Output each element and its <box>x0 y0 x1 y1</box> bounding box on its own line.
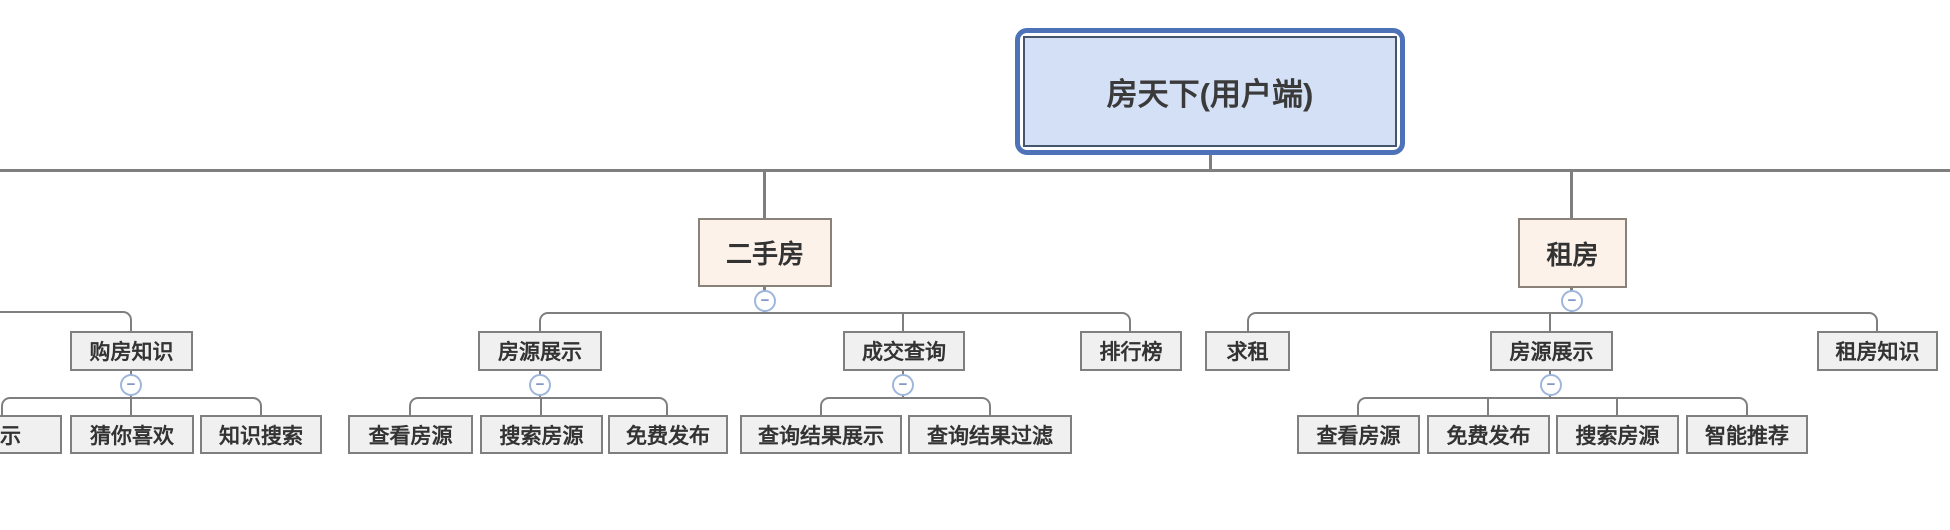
node-sh-search-listing[interactable]: 搜索房源 <box>480 415 603 454</box>
collapse-icon-deal-query[interactable]: − <box>892 374 914 396</box>
connector-drop-rent-listing <box>1549 313 1551 331</box>
node-guess-you-like[interactable]: 猜你喜欢 <box>70 415 194 454</box>
node-smart-recommend[interactable]: 智能推荐 <box>1686 415 1808 454</box>
node-rent-search-listing[interactable]: 搜索房源 <box>1556 415 1679 454</box>
node-rent-view-listing[interactable]: 查看房源 <box>1297 415 1420 454</box>
node-ranking[interactable]: 排行榜 <box>1080 331 1182 371</box>
node-seek-rent[interactable]: 求租 <box>1205 331 1290 371</box>
node-display-clipped[interactable]: 展示 <box>0 415 62 454</box>
node-rent-house[interactable]: 租房 <box>1518 218 1627 288</box>
node-buy-knowledge[interactable]: 购房知识 <box>70 331 193 371</box>
node-root[interactable]: 房天下(用户端) <box>1015 28 1405 155</box>
connector-drop-rent-search <box>1616 398 1618 415</box>
connector-drop-rent-free-publish <box>1487 398 1489 415</box>
connector-drop-sh-search <box>540 398 542 415</box>
connector-drop-deal-query <box>902 313 904 331</box>
rail-secondhand-children <box>539 312 1131 331</box>
collapse-icon-buy-knowledge[interactable]: − <box>120 374 142 396</box>
node-root-box: 房天下(用户端) <box>1023 36 1397 147</box>
node-query-result-filter[interactable]: 查询结果过滤 <box>908 415 1072 454</box>
connector-main-rail <box>0 169 1950 172</box>
node-rent-listing[interactable]: 房源展示 <box>1490 331 1613 371</box>
node-sh-free-publish[interactable]: 免费发布 <box>608 415 728 454</box>
node-rent-free-publish[interactable]: 免费发布 <box>1427 415 1550 454</box>
rail-deal-query-children <box>820 397 991 415</box>
node-query-result-display[interactable]: 查询结果展示 <box>740 415 902 454</box>
rail-rent-listing-children <box>1357 397 1748 415</box>
rail-rent-children <box>1247 312 1878 331</box>
node-secondhand-house[interactable]: 二手房 <box>698 218 832 287</box>
rail-offscreen-left-children <box>0 311 132 331</box>
node-deal-query[interactable]: 成交查询 <box>843 331 965 371</box>
rail-sh-listing-children <box>409 397 668 415</box>
collapse-icon-rent[interactable]: − <box>1561 290 1583 312</box>
collapse-icon-secondhand[interactable]: − <box>754 290 776 312</box>
node-rent-knowledge[interactable]: 租房知识 <box>1817 331 1938 371</box>
collapse-icon-rent-listing[interactable]: − <box>1540 374 1562 396</box>
node-sh-view-listing[interactable]: 查看房源 <box>348 415 473 454</box>
collapse-icon-sh-listing[interactable]: − <box>529 374 551 396</box>
node-root-label: 房天下(用户端) <box>1106 77 1314 112</box>
connector-drop-secondhand <box>763 170 766 218</box>
connector-drop-guess-like <box>130 398 132 415</box>
node-knowledge-search[interactable]: 知识搜索 <box>200 415 322 454</box>
node-sh-listing[interactable]: 房源展示 <box>478 331 602 371</box>
connector-root-stub <box>1209 153 1212 170</box>
connector-drop-rent <box>1570 170 1573 218</box>
